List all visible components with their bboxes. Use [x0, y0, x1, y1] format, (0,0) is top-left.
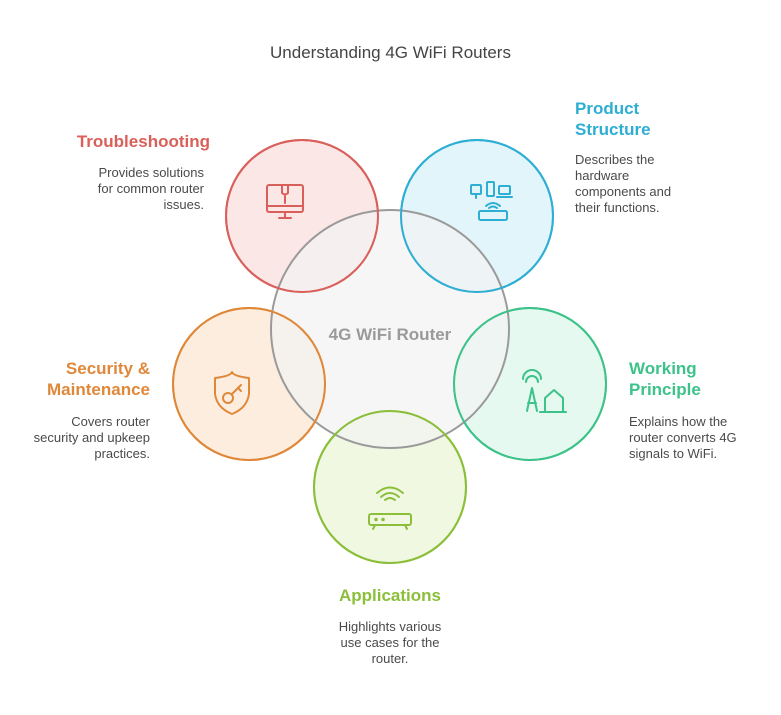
working-desc: Explains how the router converts 4G sign… — [629, 414, 737, 461]
applications-label: Applications — [338, 586, 441, 605]
working-label: Working Principle — [629, 359, 701, 399]
wifi-router-icon — [368, 486, 412, 530]
structure-desc: Describes the hardware components and th… — [575, 152, 672, 215]
diagram-title: Understanding 4G WiFi Routers — [270, 43, 511, 62]
troubleshooting-label: Troubleshooting — [76, 132, 210, 151]
center-circle — [270, 209, 510, 449]
troubleshooting-desc: Provides solutions for common router iss… — [97, 165, 204, 212]
shield-key-icon — [214, 371, 250, 415]
applications-desc: Highlights various use cases for the rou… — [338, 619, 442, 666]
devices-router-icon — [470, 181, 513, 221]
tower-home-icon — [522, 369, 567, 413]
structure-label: Product Structure — [575, 99, 651, 139]
monitor-wrench-icon — [266, 184, 304, 219]
center-label: 4G WiFi Router — [329, 325, 452, 344]
security-label: Security & Maintenance — [47, 359, 150, 399]
security-desc: Covers router security and upkeep practi… — [33, 414, 150, 461]
